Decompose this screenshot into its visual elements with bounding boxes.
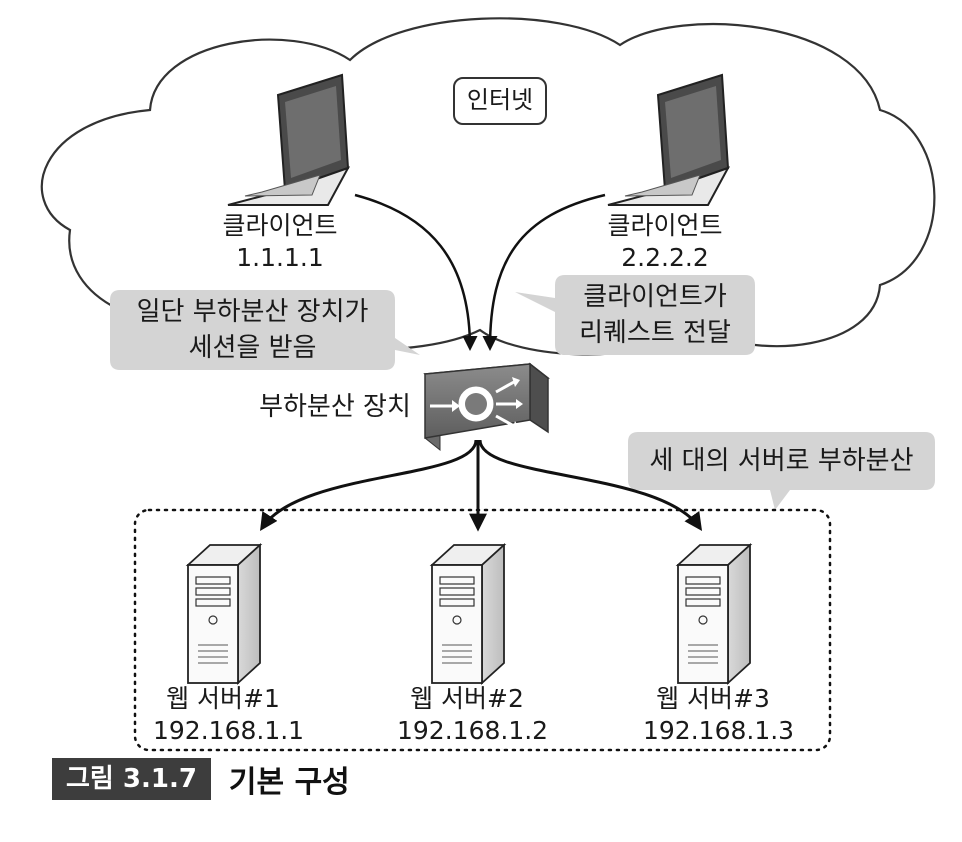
server-icon bbox=[185, 542, 263, 686]
distribution-arrow bbox=[260, 439, 478, 532]
server-name: 웹 서버#1 bbox=[166, 684, 280, 713]
server-1-label: 웹 서버#1 192.168.1.1 bbox=[153, 683, 305, 747]
server-2-label: 웹 서버#2 192.168.1.2 bbox=[397, 683, 549, 747]
server-group-box bbox=[133, 508, 832, 752]
server-ip: 192.168.1.3 bbox=[643, 716, 795, 745]
distribution-arrow bbox=[478, 439, 703, 531]
server-ip: 192.168.1.1 bbox=[153, 716, 305, 745]
server-icon bbox=[429, 542, 507, 686]
callout-receive-session: 일단 부하분산 장치가 세션을 받음 bbox=[110, 294, 395, 366]
request-arrow bbox=[354, 193, 478, 351]
figure-number: 그림 3.1.7 bbox=[52, 758, 211, 800]
laptop-icon bbox=[227, 73, 351, 206]
client-ip: 2.2.2.2 bbox=[621, 243, 709, 272]
callout-client-request: 클라이언트가 리퀘스트 전달 bbox=[555, 279, 755, 351]
callout-line: 일단 부하분산 장치가 bbox=[136, 297, 369, 327]
callout-distribute: 세 대의 서버로 부하분산 bbox=[649, 446, 914, 476]
client-name: 클라이언트 bbox=[222, 211, 338, 240]
internet-label: 인터넷 bbox=[453, 77, 547, 125]
laptop-icon bbox=[607, 73, 731, 206]
server-3-label: 웹 서버#3 192.168.1.3 bbox=[643, 683, 795, 747]
client-1-label: 클라이언트 1.1.1.1 bbox=[205, 210, 355, 274]
callout-bubble bbox=[515, 275, 755, 355]
client-name: 클라이언트 bbox=[607, 211, 723, 240]
server-name: 웹 서버#3 bbox=[656, 684, 770, 713]
client-2-label: 클라이언트 2.2.2.2 bbox=[590, 210, 740, 274]
server-icon bbox=[675, 542, 753, 686]
callout-line: 리퀘스트 전달 bbox=[579, 318, 731, 348]
callout-line: 클라이언트가 bbox=[583, 282, 727, 312]
server-name: 웹 서버#2 bbox=[410, 684, 524, 713]
callout-bubble bbox=[110, 290, 420, 370]
server-ip: 192.168.1.2 bbox=[397, 716, 549, 745]
load-balancer-label: 부하분산 장치 bbox=[259, 392, 411, 422]
load-balancer-icon bbox=[423, 362, 550, 452]
figure-title: 기본 구성 bbox=[228, 765, 350, 800]
callout-bubble bbox=[628, 432, 935, 510]
request-arrow bbox=[482, 193, 606, 351]
callout-line: 세션을 받음 bbox=[188, 333, 317, 363]
client-ip: 1.1.1.1 bbox=[236, 243, 324, 272]
figure-caption: 그림 3.1.7 기본 구성 bbox=[52, 758, 350, 800]
